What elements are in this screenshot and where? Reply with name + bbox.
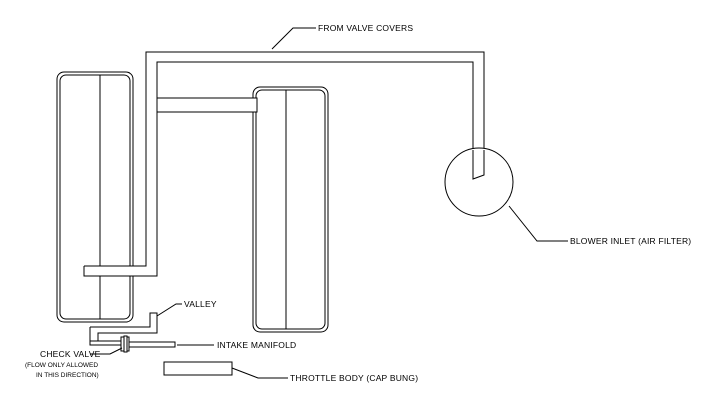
left-valve-cover (56, 71, 134, 323)
label-blower-inlet: BLOWER INLET (AIR FILTER) (570, 236, 691, 246)
label-intake-manifold: INTAKE MANIFOLD (217, 340, 296, 350)
label-throttle-body: THROTTLE BODY (CAP BUNG) (290, 373, 418, 383)
label-check-valve-note-1: (FLOW ONLY ALLOWED (25, 362, 98, 369)
label-valley: VALLEY (184, 299, 217, 309)
leader-lines (90, 27, 568, 379)
check-valve (120, 335, 130, 353)
intake-manifold-tube (128, 341, 176, 348)
blower-inlet-circle (444, 147, 514, 217)
label-check-valve: CHECK VALVE (40, 349, 101, 359)
label-check-valve-note-2: IN THIS DIRECTION) (36, 372, 99, 379)
right-valve-cover (252, 86, 329, 333)
throttle-body-bung (163, 361, 233, 376)
label-from-valve-covers: FROM VALVE COVERS (318, 23, 413, 33)
valley-tube (89, 312, 158, 346)
